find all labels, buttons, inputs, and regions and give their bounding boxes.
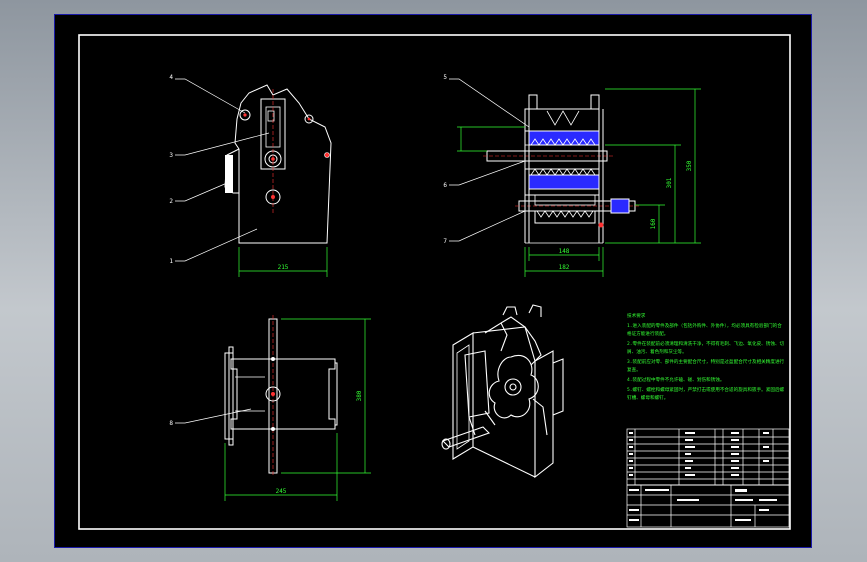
notes-line: 1.进入装配的零件及部件（包括外购件、外协件），均必须具有检验部门的合 — [627, 322, 782, 329]
callout-7: 7 — [443, 238, 447, 245]
iso-right-plate — [534, 350, 554, 479]
top-view-dimensions — [224, 318, 371, 501]
front-width-value: 215 — [278, 264, 289, 271]
callout-8: 8 — [169, 420, 173, 427]
side-overall-height: 350 — [686, 160, 693, 171]
top-view-leaders — [175, 408, 252, 424]
side-upper-height: 301 — [666, 177, 673, 188]
top-view-centre-hole — [265, 386, 281, 402]
notes-title: 技术要求 — [627, 312, 646, 319]
drawing-frame — [78, 34, 791, 530]
notes-line: 复查。 — [627, 366, 641, 373]
title-block — [626, 428, 790, 528]
side-bottom-width-outer: 182 — [559, 264, 570, 271]
top-width-value: 245 — [276, 488, 287, 495]
iso-arm — [464, 350, 490, 418]
front-view-leaders — [175, 78, 270, 262]
side-view-dimensions — [457, 88, 701, 277]
side-lower-height: 160 — [650, 218, 657, 229]
callout-4: 4 — [169, 74, 173, 81]
top-view-frame — [230, 358, 336, 430]
front-view-pin-hole — [304, 114, 314, 124]
technical-notes: 技术要求 1.进入装配的零件及部件（包括外购件、外协件），均必须具有检验部门的合… — [627, 312, 785, 401]
notes-line: 屑、油污、着色剂和灰尘等。 — [627, 348, 687, 355]
isometric-view — [441, 304, 564, 479]
engineering-drawing: 4 3 2 1 215 — [78, 34, 791, 530]
notes-line: 4.装配过程中零件不允许磕、碰、划伤和锈蚀。 — [627, 376, 724, 383]
notes-line: 3.装配前应对零、部件的主要配合尺寸，特别是过盈配合尺寸及相关精度进行 — [627, 358, 785, 365]
notes-line: 钉槽、螺母和螺钉。 — [627, 394, 668, 401]
front-width-dimension — [238, 247, 328, 277]
side-view-leaders — [449, 78, 530, 242]
side-view-legs — [524, 109, 604, 243]
side-bottom-width-inner: 148 — [559, 248, 570, 255]
top-view — [224, 315, 338, 477]
front-view — [224, 84, 332, 244]
top-height-value: 380 — [356, 390, 363, 401]
cad-viewport[interactable]: 4 3 2 1 215 — [54, 14, 812, 548]
callout-2: 2 — [169, 198, 173, 205]
side-view — [483, 94, 641, 244]
front-view-pin-hole — [239, 109, 251, 121]
notes-line: 格证方能进行装配。 — [627, 330, 668, 337]
iso-shaft — [441, 426, 491, 448]
callout-3: 3 — [169, 152, 173, 159]
front-view-body — [234, 84, 332, 244]
iso-gear-cluster — [488, 355, 539, 419]
callout-6: 6 — [443, 182, 447, 189]
parts-list-marks — [629, 432, 777, 521]
callout-5: 5 — [443, 74, 447, 81]
callout-1: 1 — [169, 258, 173, 265]
notes-line: 2.零件在装配前必须清理和清洗干净，不得有毛刺、飞边、氧化皮、锈蚀、切 — [627, 340, 785, 347]
notes-line: 5.螺钉、螺栓和螺母紧固时，严禁打击或使用不合适的旋具和扳手。紧固后螺 — [627, 386, 785, 393]
